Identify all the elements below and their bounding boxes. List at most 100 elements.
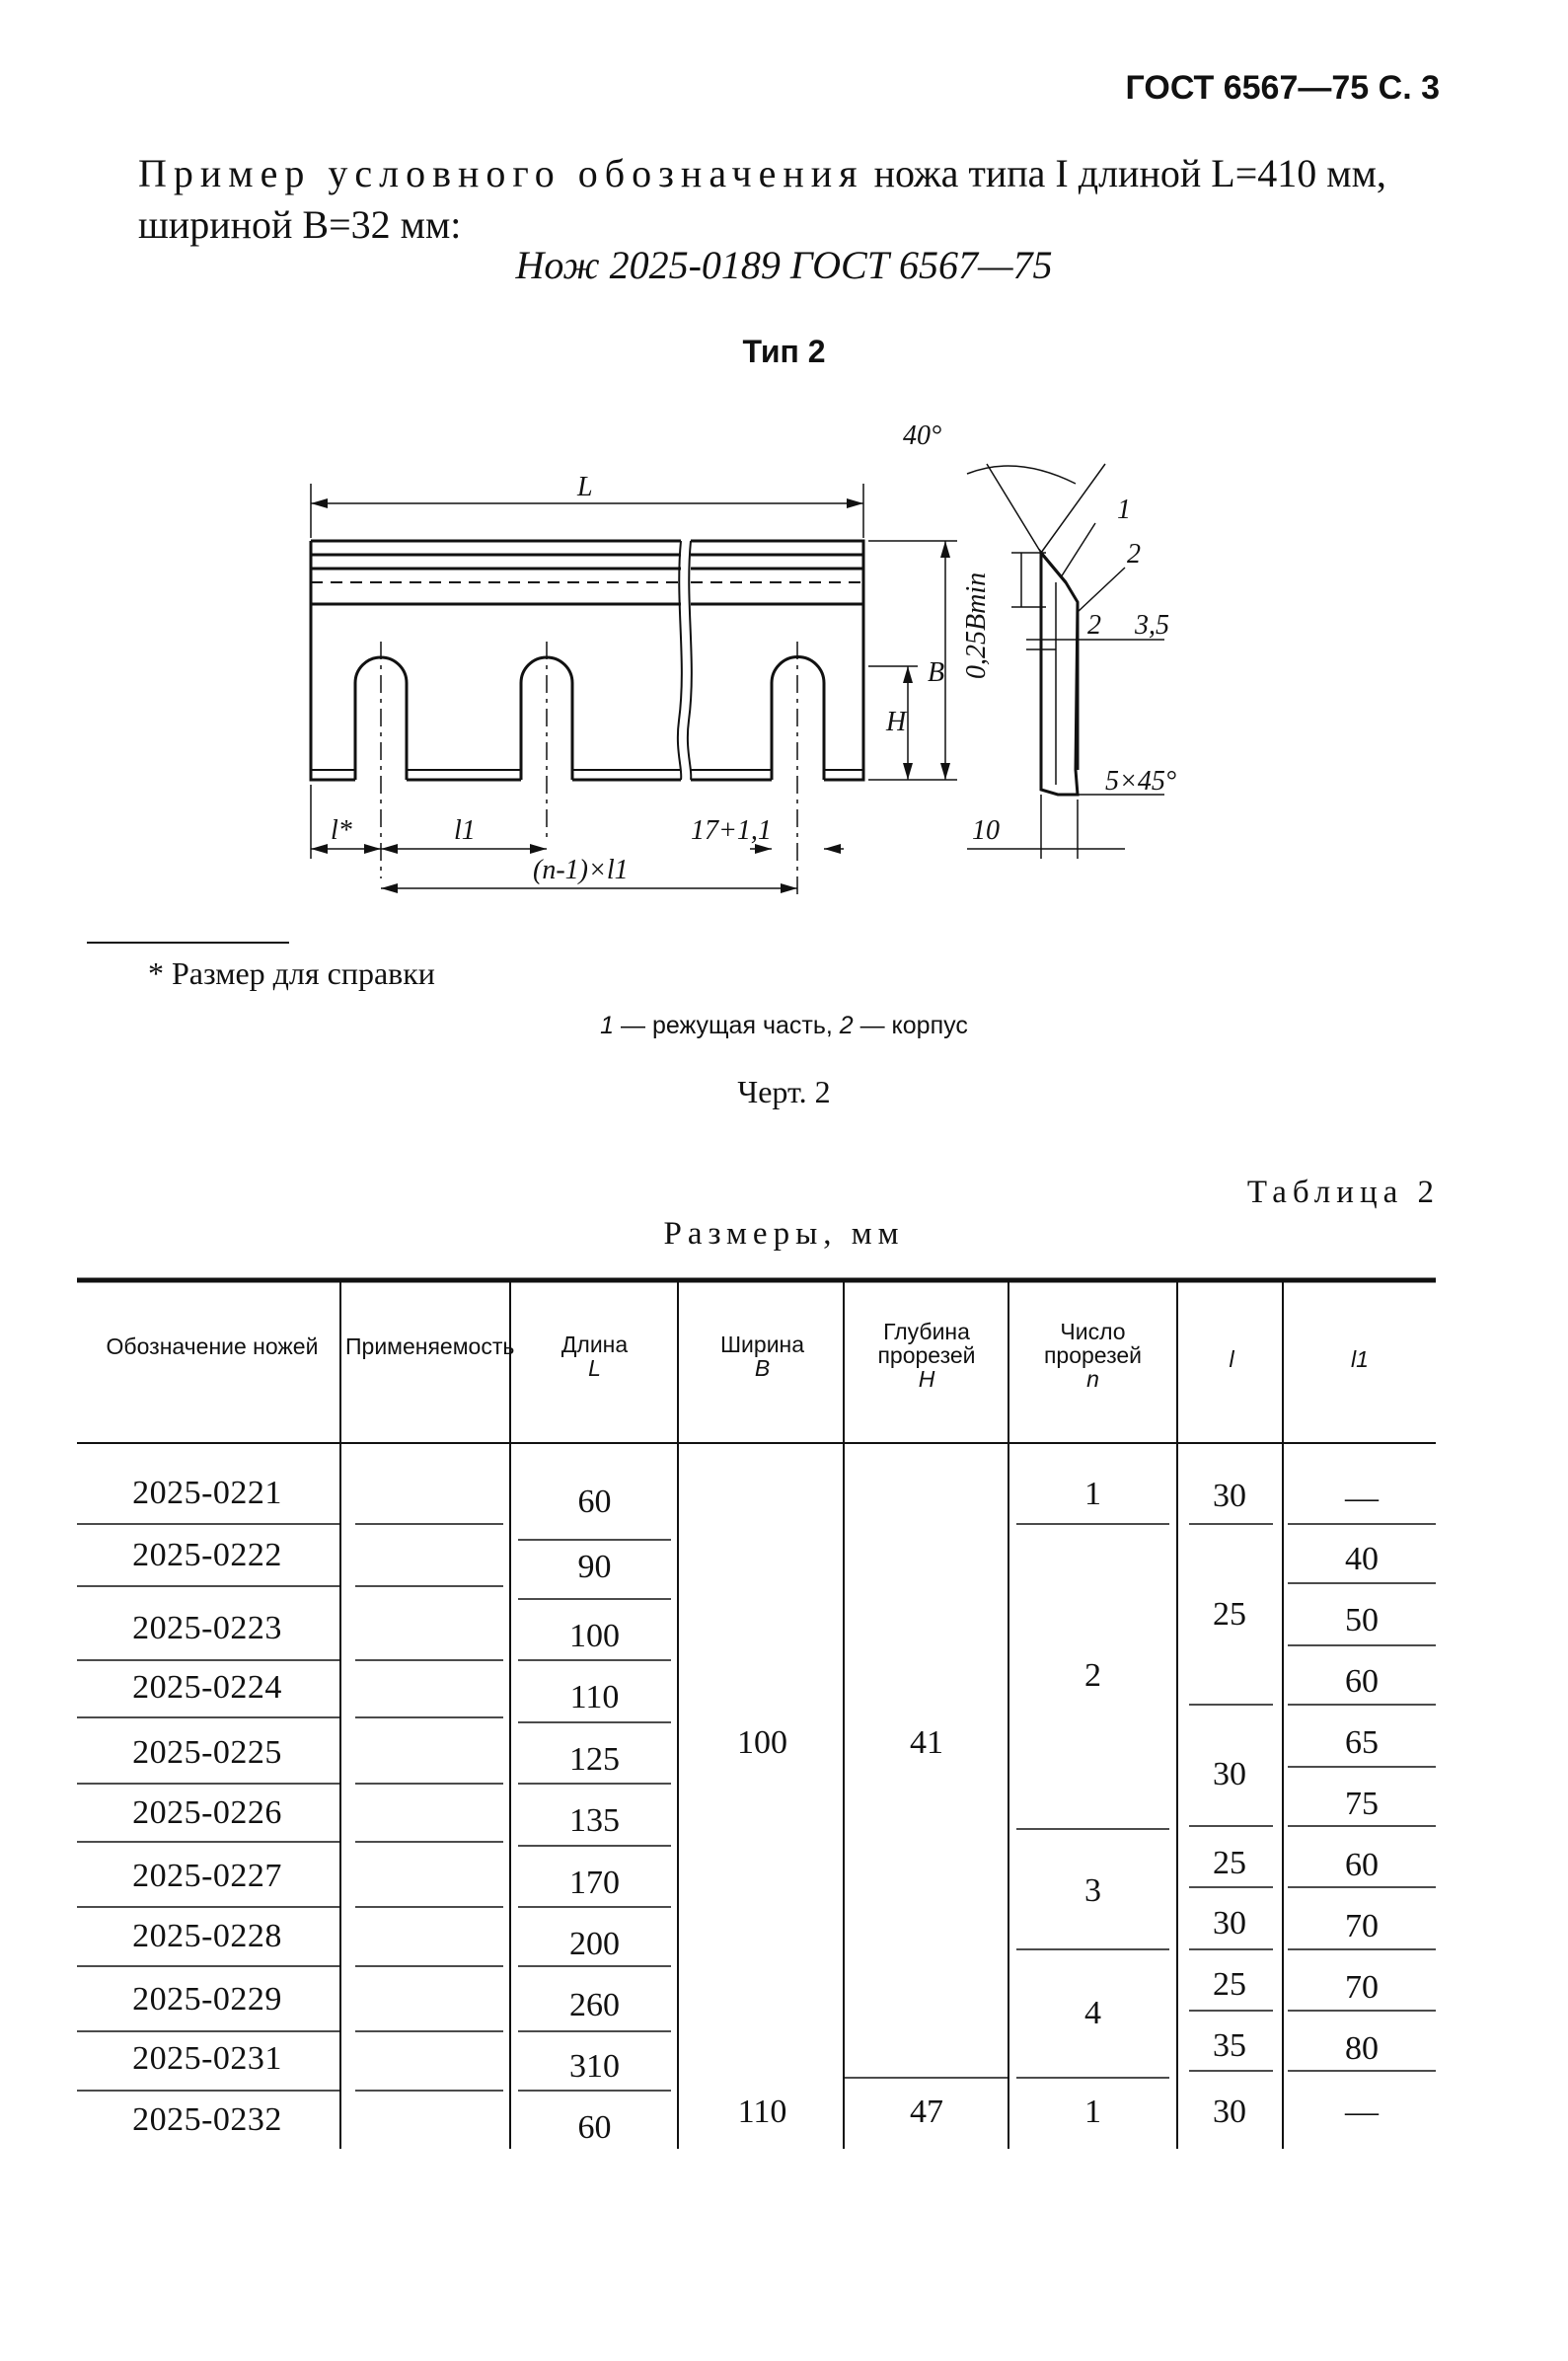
th-count-sym: n bbox=[1086, 1366, 1099, 1392]
legend-num-1: 1 bbox=[600, 1012, 615, 1039]
cell-designation: 2025-0227 bbox=[132, 1858, 282, 1894]
side-view bbox=[966, 463, 1164, 859]
cell-l: 25 bbox=[1213, 1845, 1246, 1881]
cell-l: 30 bbox=[1213, 2094, 1246, 2130]
break-line-right bbox=[686, 540, 693, 781]
th-depth-sym: H bbox=[918, 1366, 935, 1392]
cell-length: 125 bbox=[569, 1741, 620, 1778]
cell-designation: 2025-0221 bbox=[132, 1475, 282, 1511]
label-chamfer: 5×45° bbox=[1105, 766, 1176, 797]
cell-designation: 2025-0222 bbox=[132, 1537, 282, 1573]
cell-count: 3 bbox=[1084, 1872, 1101, 1909]
cell-length: 135 bbox=[569, 1802, 620, 1839]
cell-l1: 70 bbox=[1345, 1969, 1379, 2006]
front-view-right-part bbox=[691, 539, 865, 782]
cell-l1: 70 bbox=[1345, 1908, 1379, 1944]
th-depth-text: Глубина прорезей bbox=[877, 1319, 976, 1368]
cell-l: 25 bbox=[1213, 1596, 1246, 1633]
knife-type2-drawing: 40° 1 2 L B H 0,25Bmin 2 3,5 l* l1 17+1,… bbox=[309, 420, 1176, 898]
th-l: l bbox=[1229, 1346, 1234, 1372]
cell-designation: 2025-0232 bbox=[132, 2101, 282, 2138]
cell-depth: 41 bbox=[910, 1724, 943, 1761]
label-H: H bbox=[885, 707, 908, 737]
figure-caption: Черт. 2 bbox=[737, 1074, 831, 1109]
th-width-sym: B bbox=[754, 1355, 771, 1381]
legend-text-1: — режущая часть, bbox=[614, 1012, 840, 1039]
cell-length: 200 bbox=[569, 1926, 620, 1962]
page-header: ГОСТ 6567—75 С. 3 bbox=[1125, 69, 1440, 107]
cell-designation: 2025-0231 bbox=[132, 2040, 282, 2077]
cell-length: 90 bbox=[577, 1549, 612, 1585]
cell-l1: 50 bbox=[1345, 1602, 1379, 1638]
cell-length: 170 bbox=[569, 1865, 620, 1901]
legend-text-2: — корпус bbox=[853, 1012, 968, 1039]
th-count-text: Число прорезей bbox=[1043, 1319, 1143, 1368]
cell-l1: 60 bbox=[1345, 1663, 1379, 1700]
drawing-legend: 1 — режущая часть, 2 — корпус bbox=[0, 1012, 1568, 1040]
label-B: B bbox=[928, 657, 944, 688]
table-units: Размеры, мм bbox=[663, 1216, 905, 1252]
cell-l1: — bbox=[1345, 1480, 1379, 1516]
cell-length: 100 bbox=[569, 1618, 620, 1654]
cell-length: 110 bbox=[569, 1679, 620, 1715]
cell-l: 35 bbox=[1213, 2027, 1246, 2064]
callout-1: 1 bbox=[1117, 495, 1131, 525]
footnote: * Размер для справки bbox=[148, 955, 435, 991]
label-l: l* bbox=[331, 815, 352, 846]
cell-l1: — bbox=[1345, 2094, 1379, 2130]
cell-designation: 2025-0223 bbox=[132, 1610, 282, 1646]
label-l1: l1 bbox=[454, 815, 476, 846]
th-width-text: Ширина bbox=[719, 1332, 805, 1357]
callout-2: 2 bbox=[1127, 539, 1141, 570]
label-10: 10 bbox=[972, 815, 1000, 846]
label-bmin: 0,25Bmin bbox=[961, 572, 992, 679]
table-caption: Таблица 2 bbox=[1246, 1175, 1440, 1210]
cell-count: 1 bbox=[1084, 1476, 1101, 1512]
cell-designation: 2025-0229 bbox=[132, 1981, 282, 2018]
cell-width: 100 bbox=[737, 1724, 787, 1761]
intro-rest-text: ножа типа I длиной L=410 мм, шириной B=3… bbox=[138, 151, 1386, 247]
footnote-rule bbox=[87, 942, 289, 944]
cell-l1: 80 bbox=[1345, 2030, 1379, 2067]
cell-length: 310 bbox=[569, 2048, 620, 2085]
th-designation: Обозначение ножей bbox=[106, 1333, 319, 1359]
cell-l: 30 bbox=[1213, 1905, 1246, 1942]
cell-l1: 60 bbox=[1345, 1847, 1379, 1883]
cell-l1: 75 bbox=[1345, 1786, 1379, 1822]
intro-spaced-text: Пример условного обозначения bbox=[138, 151, 864, 195]
label-L: L bbox=[576, 472, 593, 502]
front-view-left-part bbox=[309, 539, 681, 782]
th-applicability: Применяемость bbox=[345, 1333, 515, 1359]
label-angle: 40° bbox=[903, 420, 941, 451]
label-n-1-l1: (n-1)×l1 bbox=[533, 855, 629, 885]
designation-example: Нож 2025-0189 ГОСТ 6567—75 bbox=[515, 243, 1053, 287]
cell-designation: 2025-0228 bbox=[132, 1918, 282, 1954]
cell-designation: 2025-0226 bbox=[132, 1794, 282, 1831]
cell-length: 60 bbox=[577, 1484, 612, 1520]
cell-length: 60 bbox=[577, 2109, 612, 2146]
cell-l1: 40 bbox=[1345, 1541, 1379, 1577]
type-label: Тип 2 bbox=[742, 334, 826, 369]
label-17: 17+1,1 bbox=[691, 815, 772, 846]
cell-l: 30 bbox=[1213, 1478, 1246, 1514]
break-line-left bbox=[676, 540, 683, 781]
cell-l: 30 bbox=[1213, 1756, 1246, 1792]
cell-l1: 65 bbox=[1345, 1724, 1379, 1761]
th-length-text: Длина bbox=[560, 1332, 629, 1357]
th-length-sym: L bbox=[588, 1355, 601, 1381]
cell-length: 260 bbox=[569, 1987, 620, 2023]
cell-count: 4 bbox=[1084, 1995, 1101, 2031]
intro-paragraph: Пример условного обозначения ножа типа I… bbox=[138, 148, 1451, 251]
cell-count: 1 bbox=[1084, 2094, 1101, 2130]
label-2: 2 bbox=[1087, 610, 1101, 641]
cell-l: 25 bbox=[1213, 1966, 1246, 2003]
cell-designation: 2025-0225 bbox=[132, 1734, 282, 1771]
cell-count: 2 bbox=[1084, 1657, 1101, 1694]
th-l1: l1 bbox=[1351, 1346, 1369, 1372]
cell-designation: 2025-0224 bbox=[132, 1669, 282, 1706]
label-3-5: 3,5 bbox=[1134, 610, 1169, 641]
legend-num-2: 2 bbox=[839, 1012, 854, 1039]
